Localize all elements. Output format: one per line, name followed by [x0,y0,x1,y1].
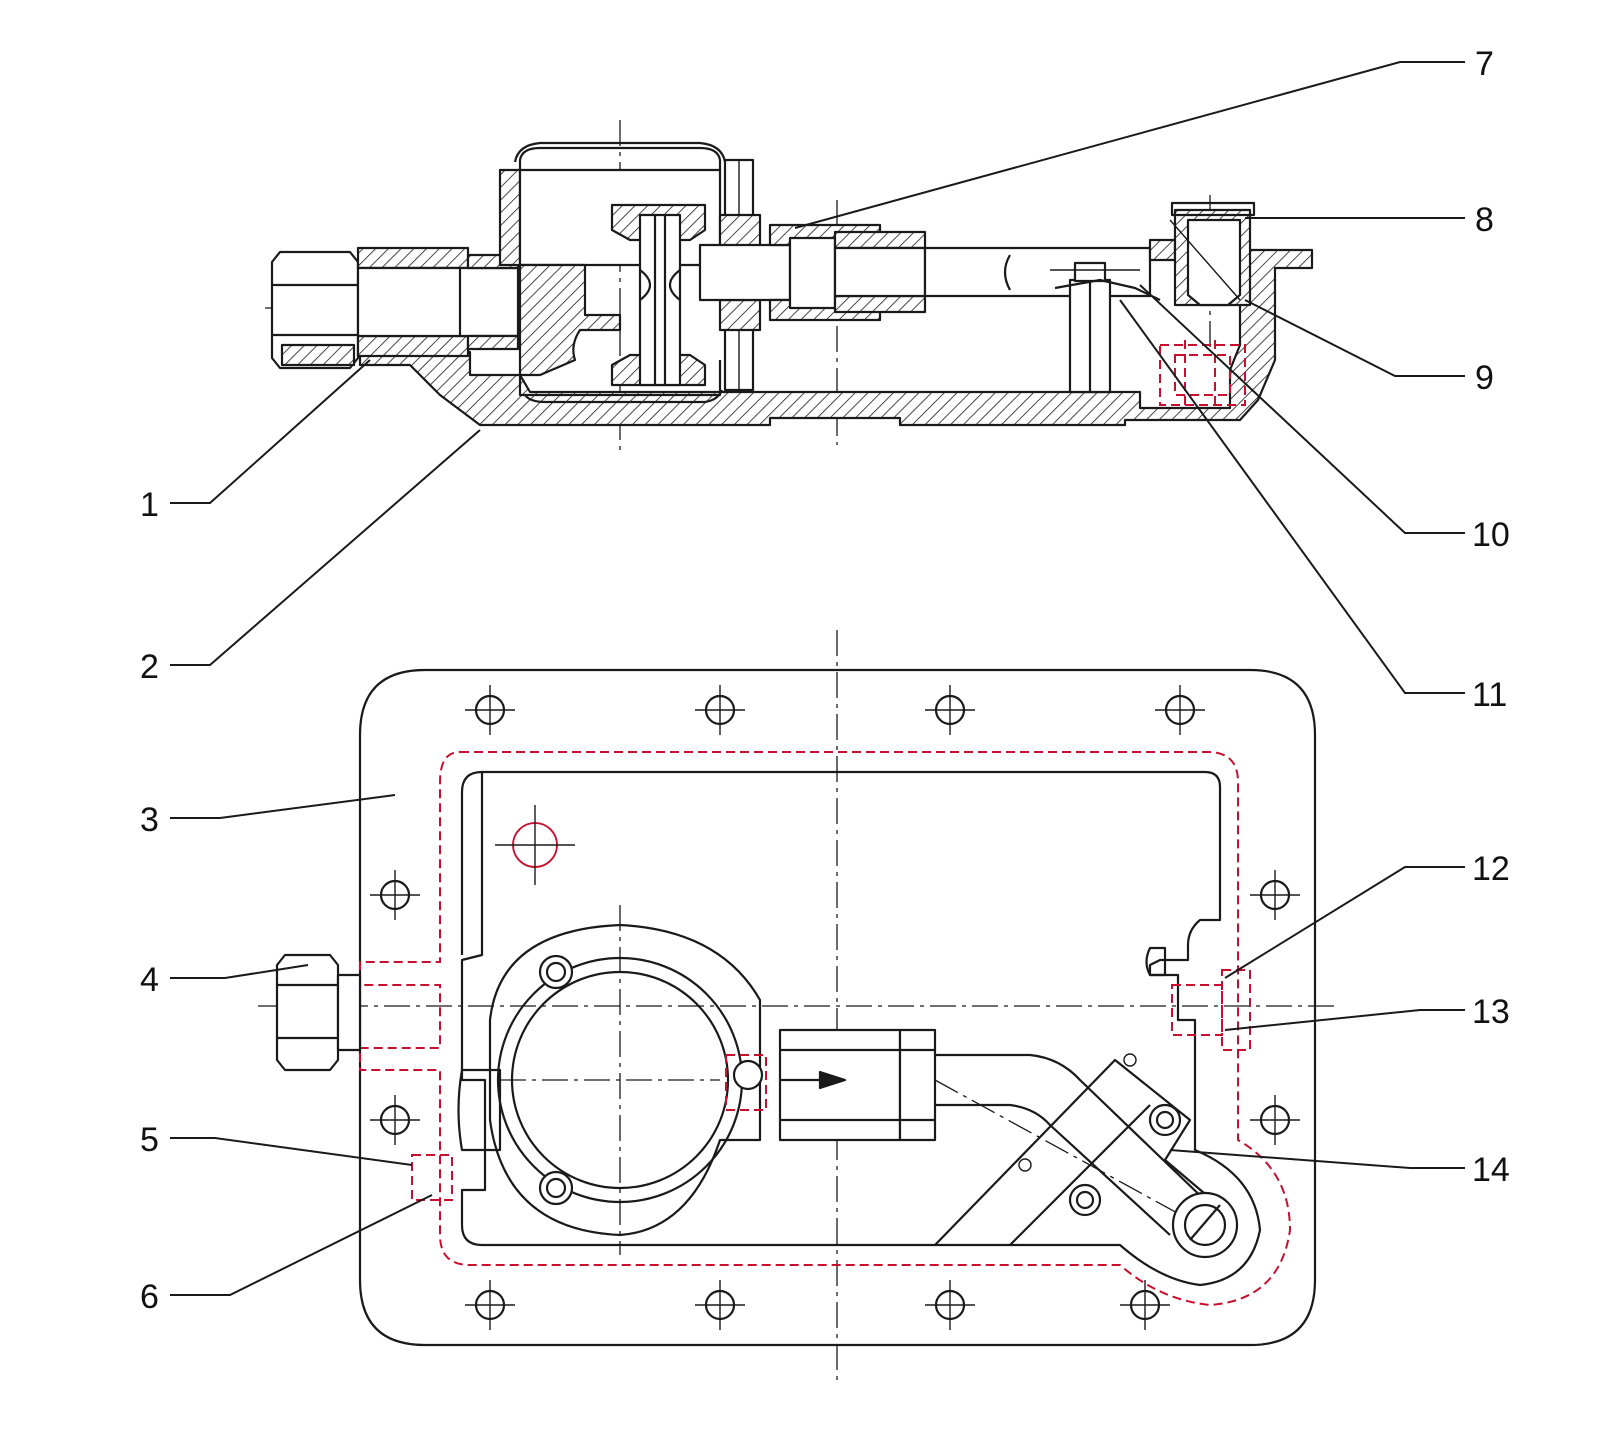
bolt-hole [465,1280,515,1330]
part-label-10: 10 [1472,516,1510,554]
part-label-6: 6 [140,1278,159,1316]
hidden-bolt-left [411,1154,453,1201]
housing-plate [358,668,1317,1347]
gasket-outline [359,751,1292,1307]
bolt-holes [370,685,1300,1330]
part-labels: 1 2 3 4 5 6 7 8 9 10 11 12 13 14 [140,45,1510,1316]
part-label-8: 8 [1475,201,1494,239]
meter-body [457,905,767,1255]
bolt-hole [1250,1095,1300,1145]
bolt-hole [1120,1280,1170,1330]
part-label-11: 11 [1472,676,1507,714]
part-label-2: 2 [140,648,159,686]
bolt-hole [925,1280,975,1330]
support-bracket [1050,261,1161,394]
outlet-union [698,223,927,322]
part-label-7: 7 [1475,45,1494,83]
nozzle-bushing [1169,201,1256,307]
mounting-bracket [934,1053,1239,1259]
part-label-4: 4 [140,961,159,999]
part-label-12: 12 [1472,850,1510,888]
bolt-hole [1155,685,1205,735]
outlet-union-plan [778,1028,937,1142]
outlet-pipe [923,238,1177,298]
part-label-1: 1 [140,486,159,524]
hidden-hole [495,805,575,885]
plan-view [258,630,1340,1380]
section-view [265,120,1314,450]
bolt-hole [370,870,420,920]
bolt-hole [695,1280,745,1330]
inlet-pipe [356,246,520,358]
part-label-5: 5 [140,1121,159,1159]
leader-lines [170,61,1465,1296]
inner-recess [460,770,1262,1287]
part-label-3: 3 [140,801,159,839]
housing-base [358,248,1314,427]
bent-pipe [934,1053,1211,1236]
inlet-nut [270,250,360,370]
bolt-hole [1250,870,1300,920]
bolt-hole [370,1095,420,1145]
part-label-9: 9 [1475,359,1494,397]
bolt-hole [925,685,975,735]
inlet-hex-nut [275,953,362,1072]
part-label-14: 14 [1472,1151,1510,1189]
part-label-13: 13 [1472,993,1510,1031]
bolt-hole [465,685,515,735]
hidden-bolt-right [1145,946,1251,1051]
bolt-hole [695,685,745,735]
